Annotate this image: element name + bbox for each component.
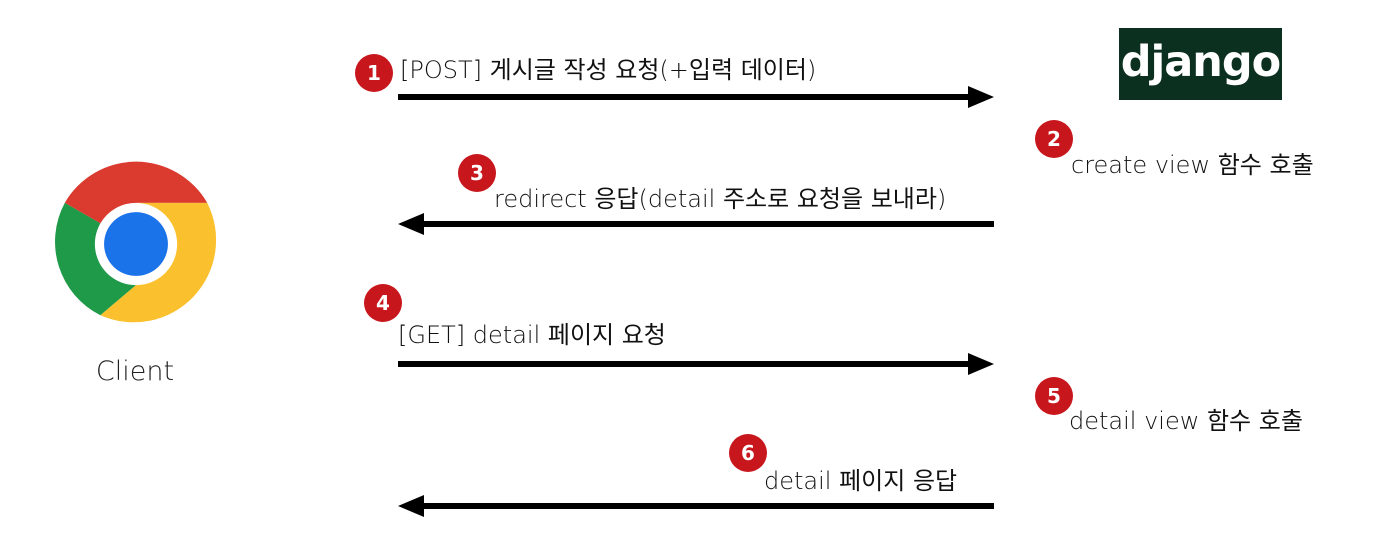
step-5-badge: 5 <box>1035 377 1073 415</box>
step-5-label: detail view 함수 호출 <box>1069 407 1303 435</box>
step-1-label: [POST] 게시글 작성 요청(+입력 데이터) <box>400 56 817 84</box>
step-4-badge: 4 <box>364 284 402 322</box>
chrome-logo-icon <box>53 161 219 327</box>
step-1-badge: 1 <box>355 54 393 92</box>
step-2-badge: 2 <box>1035 120 1073 158</box>
step-3-badge: 3 <box>458 154 496 192</box>
step-4-label: [GET] detail 페이지 요청 <box>398 321 666 349</box>
django-logo: django <box>1119 28 1282 100</box>
step-6-badge: 6 <box>729 434 767 472</box>
step-6-label: detail 페이지 응답 <box>764 467 958 495</box>
client-label: Client <box>95 356 175 387</box>
step-3-label: redirect 응답(detail 주소로 요청을 보내라) <box>494 185 947 213</box>
step-2-label: create view 함수 호출 <box>1071 151 1314 179</box>
